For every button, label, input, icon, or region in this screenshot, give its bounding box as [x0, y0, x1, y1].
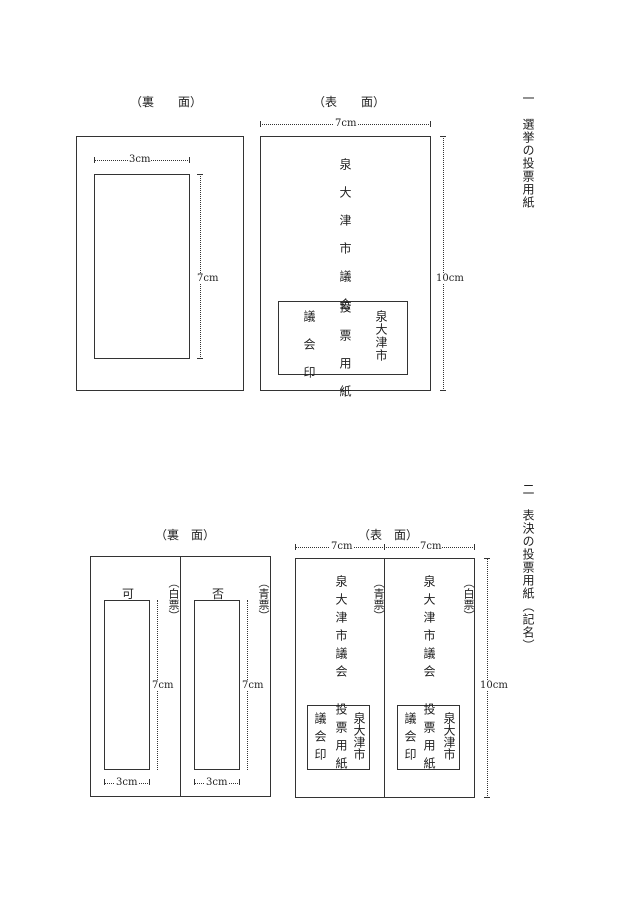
section2-right-stamp-right: 泉大津市: [442, 712, 456, 760]
s2-yes-wdim-label: 3cm: [115, 777, 139, 788]
s1-front-wdim-label: 7cm: [334, 118, 358, 129]
section2-left-stamp-right: 泉大津市: [352, 712, 366, 760]
s2-yes-wdim-tick-l: [104, 779, 105, 785]
section2-front-card: [295, 558, 475, 798]
section1-front-card: [260, 136, 431, 391]
s2-no-wdim-tick-r: [239, 779, 240, 785]
section1-title-top: 泉大津市議会: [338, 158, 352, 326]
section1-back-caption: （裏 面）: [130, 95, 203, 109]
section2-yes-area: [104, 600, 150, 770]
s2-no-wdim-tick-l: [194, 779, 195, 785]
section2-right-title-top: 泉大津市議会: [422, 575, 436, 683]
section2-right-stamp-left: 議会印: [403, 712, 417, 766]
s1-back-hdim-line: [200, 174, 201, 359]
s2-front-wdim-line: [295, 547, 475, 548]
section2-heading: 二 表決の投票用紙（記名）: [521, 483, 535, 652]
section1-heading: 一 選挙の投票用紙: [521, 92, 535, 209]
section2-blue-tag-front: （青票）: [372, 577, 385, 621]
s2-no-wdim-label: 3cm: [205, 777, 229, 788]
s1-back-wdim-label: 3cm: [128, 154, 152, 165]
section2-left-title-bottom: 投票用紙: [334, 703, 348, 775]
section2-back-caption: （裏 面）: [155, 528, 216, 542]
section1-front-caption: （表 面）: [313, 95, 386, 109]
section2-right-stamp-box: [397, 705, 460, 770]
s2-front-hdim-label: 10cm: [479, 680, 509, 691]
section1-back-card: [76, 136, 244, 391]
section1-back-write-area: [94, 174, 190, 359]
section1-stamp-right: 泉大津市: [374, 310, 388, 362]
section1-stamp-left: 議会印: [302, 310, 316, 394]
s2-yes-wdim-tick-r: [149, 779, 150, 785]
s2-front-wdim-label-left: 7cm: [330, 541, 354, 552]
section2-white-tag-back: （白票）: [167, 577, 180, 621]
s2-no-hdim-label: 7cm: [241, 680, 265, 691]
s2-front-hdim-line: [487, 558, 488, 798]
s1-back-hdim-label: 7cm: [196, 273, 220, 284]
section1-title-bottom: 投票用紙: [338, 301, 352, 413]
section2-yes-label: 可: [122, 587, 135, 601]
s1-front-hdim-line: [443, 136, 444, 391]
section2-no-area: [194, 600, 240, 770]
section2-right-title-bottom: 投票用紙: [422, 703, 436, 775]
s1-front-hdim-label: 10cm: [435, 273, 465, 284]
section2-left-title-top: 泉大津市議会: [334, 575, 348, 683]
section2-left-stamp-left: 議会印: [313, 712, 327, 766]
s2-yes-hdim-label: 7cm: [151, 680, 175, 691]
section2-front-caption: （表 面）: [358, 528, 419, 542]
section2-left-stamp-box: [307, 705, 370, 770]
section2-white-tag-front: （白票）: [462, 577, 475, 621]
section2-no-label: 否: [212, 587, 225, 601]
section2-front-divider: [384, 558, 385, 798]
s2-front-wdim-label-right: 7cm: [419, 541, 443, 552]
section1-stamp-box: [278, 301, 408, 375]
section2-blue-tag-back: （青票）: [257, 577, 270, 621]
section2-back-divider: [180, 556, 181, 797]
